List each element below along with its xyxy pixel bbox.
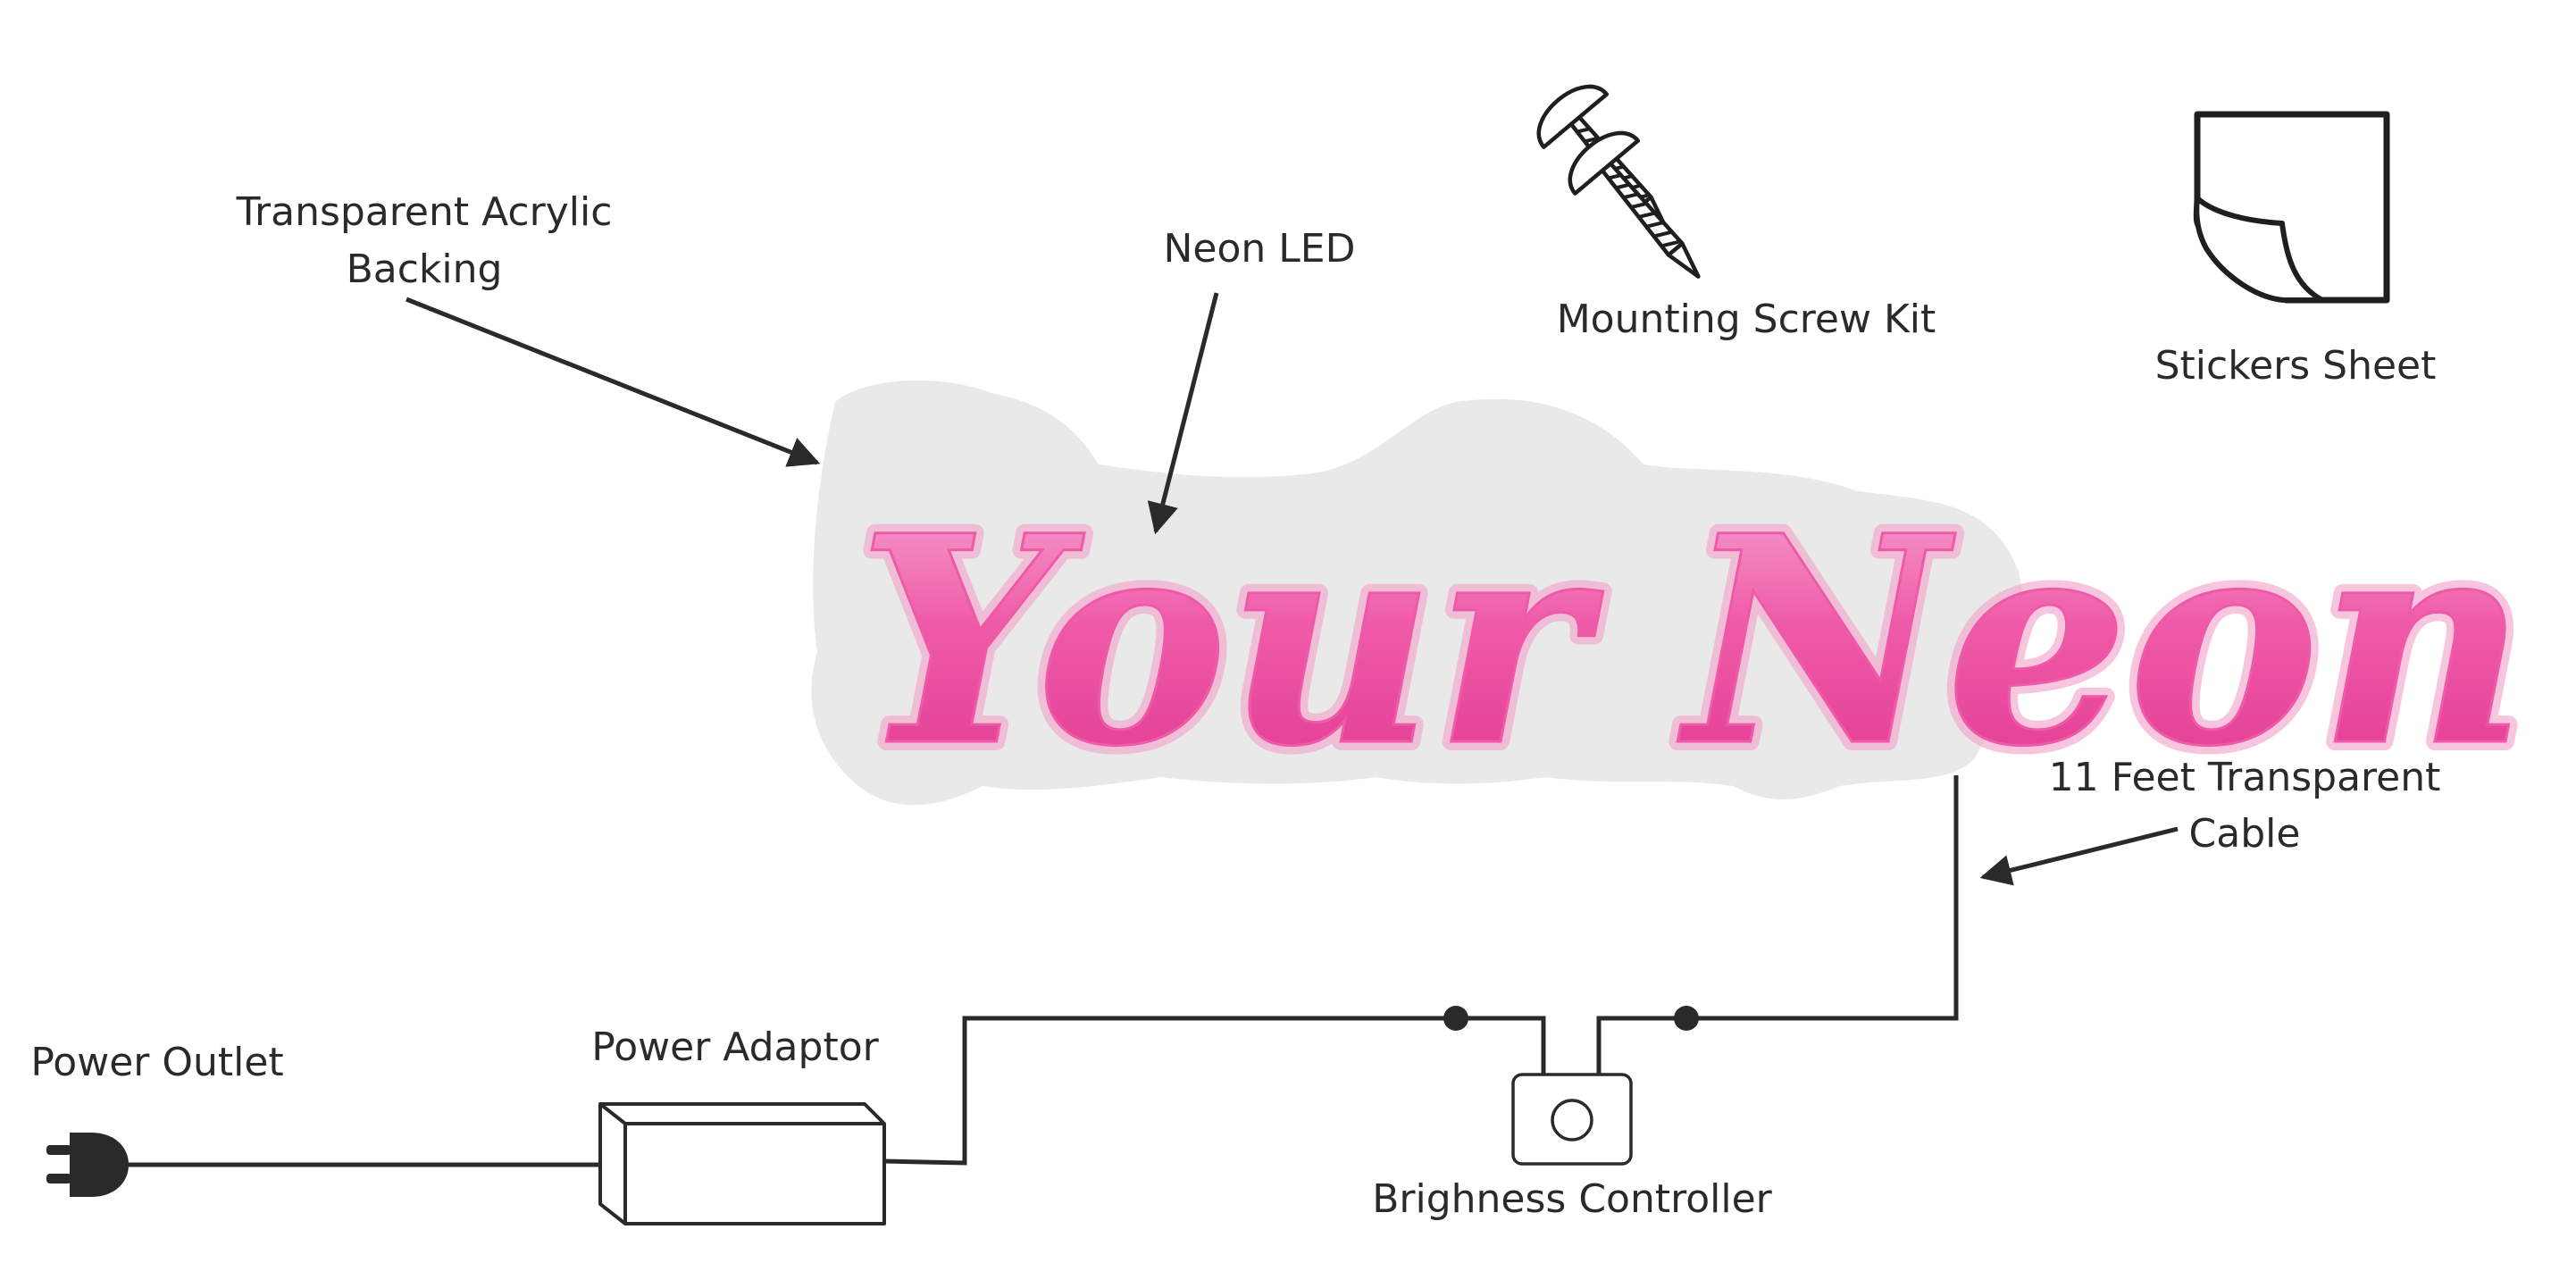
screw-icon: [1568, 130, 1701, 279]
acrylic-arrow: [406, 297, 821, 467]
brightness-controller: Brighness Controller: [1372, 1073, 1773, 1222]
wiring: [125, 775, 1959, 1167]
power-adaptor-label: Power Adaptor: [591, 1025, 879, 1070]
neon-led-sign: Your Neon Your Neon: [849, 465, 2536, 818]
sticker-sheet-icon: [2193, 111, 2390, 304]
cable-arrow: [1979, 826, 2179, 886]
mounting-screw-kit: Mounting Screw Kit: [1536, 84, 1936, 342]
acrylic-callout: Transparent Acrylic Backing: [236, 189, 821, 467]
brightness-controller-label: Brighness Controller: [1372, 1176, 1772, 1222]
cable-label-line2: Cable: [2189, 811, 2301, 857]
stickers-sheet: Stickers Sheet: [2155, 111, 2437, 389]
plug-icon: [46, 1133, 129, 1197]
cable-label-line1: 11 Feet Transparent: [2049, 755, 2441, 800]
screw-kit-label: Mounting Screw Kit: [1557, 297, 1936, 342]
power-adaptor-icon: [598, 1102, 886, 1225]
neon-led-arrow: [1147, 292, 1219, 535]
neon-led-callout: Neon LED: [1147, 226, 1356, 535]
cable-from-sign: [1686, 775, 1959, 1021]
controller-left-lead: [1456, 1016, 1546, 1076]
cable-to-adaptor: [883, 1016, 1456, 1166]
neon-led-text: Your Neon: [857, 474, 2527, 809]
acrylic-label-line2: Backing: [347, 247, 503, 292]
power-outlet: Power Outlet: [30, 1040, 284, 1197]
neon-led-label: Neon LED: [1164, 226, 1356, 272]
acrylic-label-line1: Transparent Acrylic: [236, 189, 613, 235]
power-outlet-label: Power Outlet: [30, 1040, 283, 1085]
cable-junction: [1674, 1006, 1699, 1031]
stickers-label: Stickers Sheet: [2155, 343, 2437, 389]
brightness-knob: [1551, 1099, 1593, 1142]
acrylic-backing: [811, 381, 2024, 806]
cable-junction: [1443, 1006, 1468, 1031]
acrylic-backing-shape: [811, 381, 2024, 806]
power-adaptor: Power Adaptor: [591, 1025, 886, 1225]
controller-right-lead: [1596, 1016, 1686, 1076]
neon-led-glow: Your Neon: [857, 474, 2527, 809]
cable-callout: 11 Feet Transparent Cable: [1979, 755, 2441, 886]
